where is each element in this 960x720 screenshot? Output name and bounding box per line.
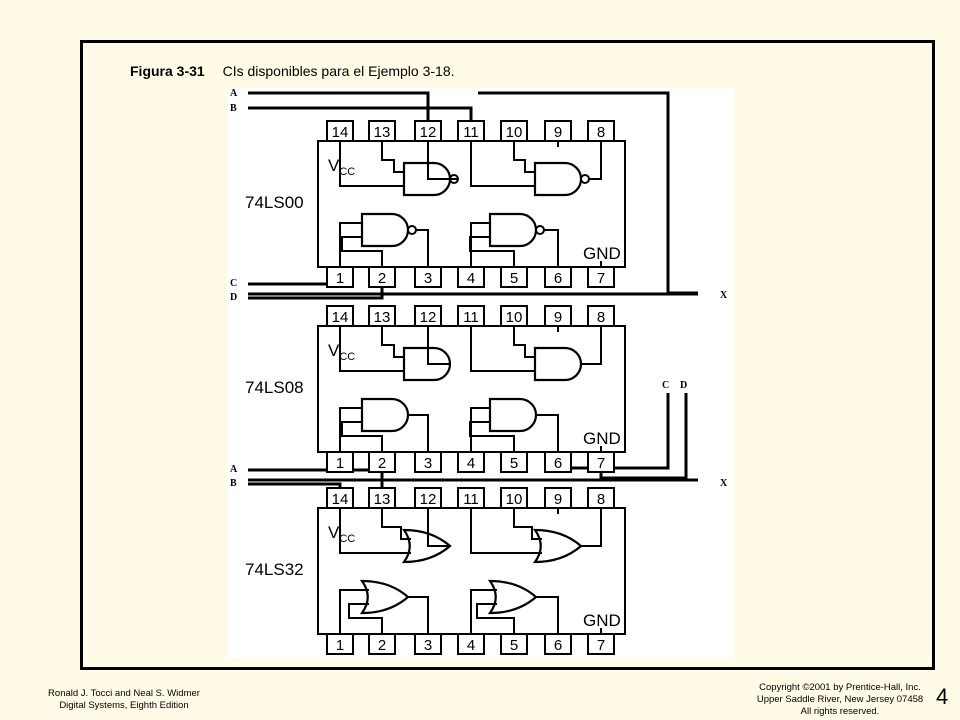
chip-part-number: 74LS32 (245, 560, 304, 579)
figure-title: CIs disponibles para el Ejemplo 3-18. (222, 63, 455, 79)
gnd-label: GND (583, 611, 621, 630)
pin-number: 11 (463, 491, 479, 508)
signal-label-d: D (230, 292, 237, 303)
pin-number: 9 (554, 309, 562, 326)
pin-number: 13 (374, 124, 391, 141)
signal-label-c: C (230, 278, 237, 289)
copyright-notice: Copyright ©2001 by Prentice-Hall, Inc. U… (745, 682, 935, 718)
figure-caption: Figura 3-31 CIs disponibles para el Ejem… (130, 63, 455, 79)
book-title: Digital Systems, Eighth Edition (59, 700, 189, 711)
and-gate-symbol (533, 346, 583, 382)
and-gate-symbol (360, 397, 410, 433)
pin-number: 12 (420, 309, 437, 326)
pin-number: 9 (554, 124, 562, 141)
pin-number: 1 (336, 270, 344, 287)
gnd-label: GND (583, 244, 621, 263)
or-gate-symbol (359, 579, 410, 615)
pin-number: 3 (424, 270, 432, 287)
pin-number: 4 (467, 637, 475, 654)
pin-number: 9 (554, 491, 562, 508)
pin-number: 8 (597, 124, 605, 141)
pin-number: 4 (467, 270, 475, 287)
pin-number: 14 (332, 309, 349, 326)
signal-label-a: A (230, 464, 238, 475)
pin-number: 11 (463, 124, 479, 141)
copyright-line-3: All rights reserved. (800, 706, 880, 717)
pin-number: 5 (510, 270, 518, 287)
pin-number: 4 (467, 455, 475, 472)
signal-label-c: C (662, 380, 669, 391)
chip-part-number: 74LS08 (245, 378, 304, 397)
signal-label-x: X (720, 478, 728, 489)
copyright-line-2: Upper Saddle River, New Jersey 07458 (756, 694, 924, 705)
nand-gate-symbol (488, 212, 538, 248)
wire (248, 106, 473, 121)
signal-label-d: D (680, 380, 687, 391)
slide-number: 4 (936, 684, 949, 709)
pin-number: 10 (506, 309, 523, 326)
pin-number: 12 (420, 491, 437, 508)
pin-number: 7 (597, 455, 605, 472)
or-gate-symbol (532, 528, 583, 564)
vcc-subscript: CC (339, 351, 355, 363)
pin-number: 13 (374, 491, 391, 508)
pin-number: 6 (554, 455, 562, 472)
pin-number: 11 (463, 309, 479, 326)
pin-number: 7 (597, 637, 605, 654)
pin-number: 3 (424, 637, 432, 654)
pin-number: 2 (378, 270, 386, 287)
pin-number: 2 (378, 455, 386, 472)
wire (248, 482, 342, 488)
pin-number: 13 (374, 309, 391, 326)
pin-number: 6 (554, 637, 562, 654)
signal-label-b: B (230, 478, 237, 489)
author-credit: Ronald J. Tocci and Neal S. Widmer Digit… (34, 688, 214, 712)
and-gate-symbol (488, 397, 538, 433)
signal-label-x: X (720, 290, 728, 301)
signal-label-a: A (230, 88, 238, 99)
pin-number: 7 (597, 270, 605, 287)
pin-number: 10 (506, 491, 523, 508)
nand-gate-symbol (533, 161, 583, 197)
pin-number: 8 (597, 309, 605, 326)
pin-number: 14 (332, 124, 349, 141)
pin-number: 14 (332, 491, 349, 508)
gnd-label: GND (583, 429, 621, 448)
author-names: Ronald J. Tocci and Neal S. Widmer (48, 688, 200, 699)
pin-number: 5 (510, 637, 518, 654)
vcc-subscript: CC (339, 533, 355, 545)
or-gate-symbol (487, 579, 538, 615)
chip-part-number: 74LS00 (245, 193, 304, 212)
pin-number: 5 (510, 455, 518, 472)
pin-number: 2 (378, 637, 386, 654)
wire (248, 91, 430, 121)
inverter-bubble (535, 225, 545, 235)
pin-number: 3 (424, 455, 432, 472)
figure-number: Figura 3-31 (130, 63, 205, 79)
nand-gate-symbol (360, 212, 410, 248)
signal-label-b: B (230, 103, 237, 114)
inverter-bubble (407, 225, 417, 235)
copyright-line-1: Copyright ©2001 by Prentice-Hall, Inc. (759, 682, 921, 693)
pin-number: 8 (597, 491, 605, 508)
inverter-bubble (580, 174, 590, 184)
vcc-subscript: CC (339, 166, 355, 178)
pin-number: 12 (420, 124, 437, 141)
pin-number: 10 (506, 124, 523, 141)
pin-number: 6 (554, 270, 562, 287)
pin-number: 1 (336, 637, 344, 654)
pin-number: 1 (336, 455, 344, 472)
